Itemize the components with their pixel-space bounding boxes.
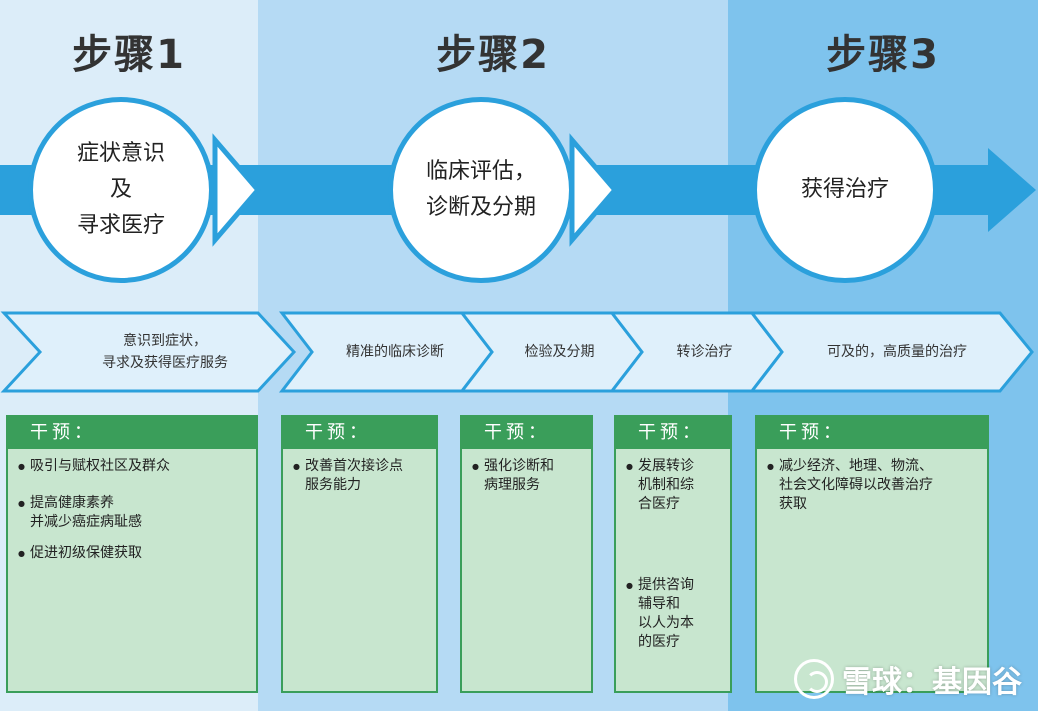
- box-1-header: 干预：: [8, 417, 256, 449]
- chevron-3-label: 检验及分期: [524, 344, 595, 360]
- box-1-item: 提高健康素养 并减少癌症病耻感: [18, 494, 250, 532]
- chevron-2-label: 精准的临床诊断: [346, 344, 444, 360]
- box-5-header: 干预：: [757, 417, 987, 449]
- snowball-logo-icon: [794, 659, 834, 699]
- watermark: 雪球：基因谷: [794, 657, 1022, 701]
- watermark-text: 雪球：基因谷: [842, 665, 1022, 700]
- step3-circle: 获得治疗: [752, 97, 938, 283]
- box-5-item: 减少经济、地理、物流、 社会文化障碍以改善治疗 获取: [767, 457, 981, 514]
- circle1-pointer: [212, 133, 262, 247]
- intervention-box-3: 干预： 强化诊断和 病理服务: [460, 415, 593, 693]
- step3-circle-text: 获得治疗: [800, 177, 889, 202]
- step2-circle: 临床评估， 诊断及分期: [388, 97, 574, 283]
- chevron-5-label: 可及的，高质量的治疗: [827, 344, 967, 360]
- box-4-header: 干预：: [616, 417, 730, 449]
- box-3-item: 强化诊断和 病理服务: [472, 457, 585, 495]
- intervention-box-5: 干预： 减少经济、地理、物流、 社会文化障碍以改善治疗 获取: [755, 415, 989, 693]
- chevron-1-label: 意识到症状， 寻求及获得医疗服务: [102, 333, 228, 371]
- box-1-item: 促进初级保健获取: [18, 544, 250, 563]
- chevron-4-label: 转诊治疗: [676, 344, 733, 360]
- step1-circle: 症状意识 及 寻求医疗: [28, 97, 214, 283]
- box-2-item: 改善首次接诊点 服务能力: [293, 457, 430, 495]
- box-3-header: 干预：: [462, 417, 591, 449]
- intervention-box-1: 干预： 吸引与赋权社区及群众 提高健康素养 并减少癌症病耻感 促进初级保健获取: [6, 415, 258, 693]
- intervention-box-4: 干预： 发展转诊 机制和综 合医疗 提供咨询 辅导和 以人为本 的医疗: [614, 415, 732, 693]
- box-4-item: 发展转诊 机制和综 合医疗: [626, 457, 724, 514]
- chevron-1: [0, 311, 297, 393]
- step3-title: 步骤3: [826, 32, 940, 78]
- step2-title: 步骤2: [436, 32, 550, 78]
- step1-circle-text: 症状意识 及 寻求医疗: [76, 141, 165, 238]
- circle2-pointer: [569, 133, 619, 247]
- chevron-row: [0, 311, 1034, 393]
- box-2-header: 干预：: [283, 417, 436, 449]
- intervention-box-2: 干预： 改善首次接诊点 服务能力: [281, 415, 438, 693]
- step2-circle-text: 临床评估， 诊断及分期: [425, 159, 536, 220]
- chevron-5: [748, 311, 1034, 393]
- box-1-item: 吸引与赋权社区及群众: [18, 457, 250, 476]
- step1-title: 步骤1: [72, 32, 186, 78]
- box-4-item: 提供咨询 辅导和 以人为本 的医疗: [626, 576, 724, 652]
